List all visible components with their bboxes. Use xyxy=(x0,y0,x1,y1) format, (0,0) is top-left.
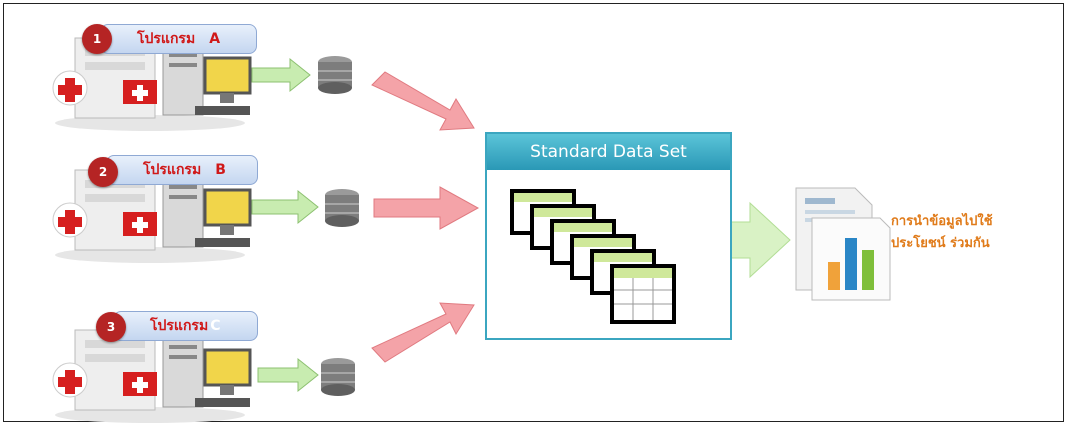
hospital-computer-icon xyxy=(52,169,252,263)
database-icon xyxy=(325,189,359,227)
standard-data-set-title: Standard Data Set xyxy=(487,134,730,170)
output-caption: การนำข้อมูลไปใช้ ประโยชน์ ร่วมกัน xyxy=(891,211,993,255)
green-arrow xyxy=(251,189,319,225)
hospital-computer-icon xyxy=(52,329,252,423)
program-name: โปรแกรม xyxy=(143,162,202,178)
pink-arrow xyxy=(373,186,480,230)
database-icon xyxy=(318,56,352,94)
report-chart-icon xyxy=(795,187,891,301)
program-label: โปรแกรม A xyxy=(100,24,257,54)
green-arrow xyxy=(257,357,319,393)
standard-data-set-box: Standard Data Set xyxy=(485,132,732,340)
program-number-badge: 2 xyxy=(88,157,118,187)
pink-arrow xyxy=(371,302,475,363)
data-tables-icon xyxy=(510,189,676,324)
program-suffix: B xyxy=(215,162,226,178)
pink-arrow xyxy=(371,71,475,131)
program-name: โปรแกรม xyxy=(150,318,209,334)
program-number-badge: 3 xyxy=(96,312,126,342)
program-suffix: A xyxy=(209,31,221,47)
diagram-frame xyxy=(3,3,1064,422)
program-label: โปรแกรม C xyxy=(113,311,258,341)
program-number-badge: 1 xyxy=(82,24,112,54)
database-icon xyxy=(321,358,355,396)
program-name: โปรแกรม xyxy=(137,31,196,47)
program-suffix: C xyxy=(210,318,221,334)
output-caption-line2: ประโยชน์ ร่วมกัน xyxy=(891,236,990,251)
green-arrow xyxy=(251,57,311,93)
program-label: โปรแกรม B xyxy=(106,155,258,185)
output-caption-line1: การนำข้อมูลไปใช้ xyxy=(891,214,993,229)
